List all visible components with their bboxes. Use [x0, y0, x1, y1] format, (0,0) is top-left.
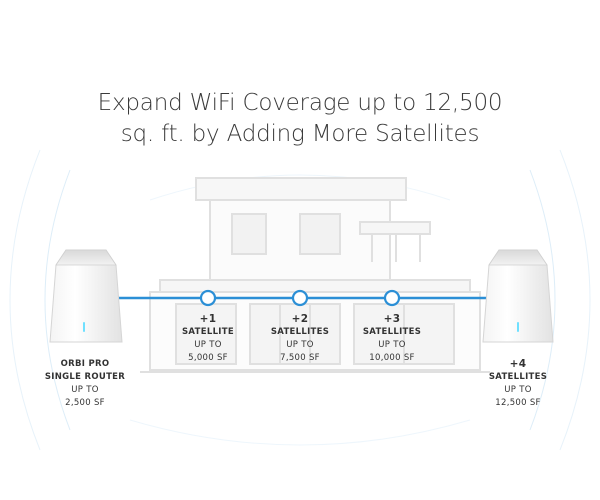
node-coverage: 10,000 SF — [369, 353, 415, 363]
router-coverage: 2,500 SF — [65, 398, 105, 408]
router-label: ORBI PRO SINGLE ROUTER UP TO 2,500 SF — [40, 358, 130, 410]
node-kind: SATELLITES — [488, 372, 548, 382]
node-count: +4 — [509, 358, 527, 370]
headline-line-2: sq. ft. by Adding More Satellites — [120, 121, 480, 147]
node-label-4: +4 SATELLITES UP TO 12,500 SF — [478, 357, 558, 410]
node-up-to: UP TO — [378, 340, 406, 350]
node-up-to: UP TO — [194, 340, 222, 350]
node-coverage: 7,500 SF — [280, 353, 320, 363]
node-kind: SATELLITES — [362, 327, 422, 337]
node-circle-1 — [199, 289, 217, 307]
house-illustration — [140, 177, 490, 373]
node-count: +2 — [291, 313, 309, 325]
router-up-to: UP TO — [71, 385, 99, 395]
node-coverage: 5,000 SF — [188, 353, 228, 363]
headline: Expand WiFi Coverage up to 12,500 sq. ft… — [0, 88, 600, 150]
node-label-2: +2 SATELLITES UP TO 7,500 SF — [260, 312, 340, 365]
router-led-icon — [83, 322, 85, 332]
router-device — [49, 249, 123, 343]
node-count: +3 — [383, 313, 401, 325]
node-up-to: UP TO — [504, 385, 532, 395]
satellite-led-icon — [517, 322, 519, 332]
satellite-device — [482, 249, 554, 343]
router-name-line-1: ORBI PRO — [60, 359, 110, 369]
node-kind: SATELLITE — [182, 327, 234, 337]
node-label-3: +3 SATELLITES UP TO 10,000 SF — [352, 312, 432, 365]
headline-line-1: Expand WiFi Coverage up to 12,500 — [97, 90, 503, 116]
wifi-ripples — [9, 149, 591, 451]
node-circle-2 — [291, 289, 309, 307]
node-coverage: 12,500 SF — [495, 398, 541, 408]
router-name-line-2: SINGLE ROUTER — [44, 372, 126, 382]
node-kind: SATELLITES — [270, 327, 330, 337]
node-up-to: UP TO — [286, 340, 314, 350]
node-circle-3 — [383, 289, 401, 307]
node-count: +1 — [199, 313, 217, 325]
node-label-1: +1 SATELLITE UP TO 5,000 SF — [168, 312, 248, 365]
